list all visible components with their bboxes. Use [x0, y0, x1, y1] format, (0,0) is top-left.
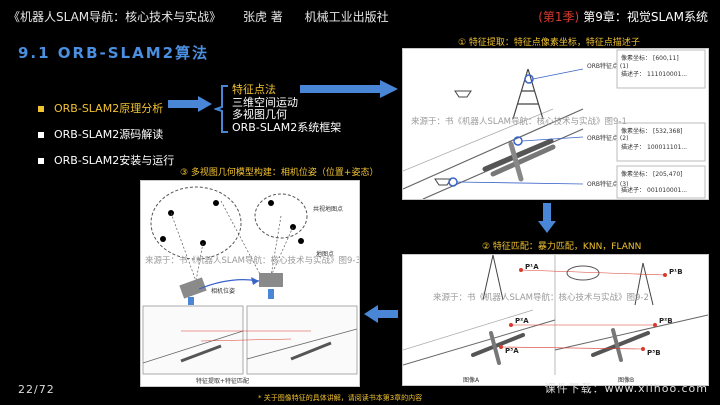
map-point-label: 地图点: [316, 250, 334, 258]
svg-text:ORB特征点 (1): ORB特征点 (1): [587, 62, 628, 70]
svg-text:P¹B: P¹B: [669, 268, 683, 276]
figure2-drawing: P¹A P²A P³A P¹B P²B P³B 来源于：书《机器人SLAM导航：…: [403, 255, 708, 384]
figure1-drawing: 来源于：书《机器人SLAM导航：核心技术与实战》图9-1 ORB特征点 (1) …: [403, 49, 706, 199]
svg-text:P³B: P³B: [647, 349, 661, 357]
arrow-right-icon: [300, 80, 398, 98]
feature-table-2: ORB特征点 (2) 像素坐标： [532,368] 描述子： 10001110…: [587, 122, 706, 162]
figure-feature-matching: P¹A P²A P³A P¹B P²B P³B 来源于：书《机器人SLAM导航：…: [402, 254, 709, 386]
publisher: 机械工业出版社: [304, 10, 389, 24]
menu-item-principle[interactable]: ORB-SLAM2原理分析: [38, 96, 174, 122]
figure-multiview-geometry: 共视地图点 地图点 相机位姿 来源于：书《机器人SLAM导航：核心技术与实战》图…: [140, 180, 360, 387]
image-a-label: 图像A: [463, 376, 480, 384]
caption-feature-match: ② 特征匹配：暴力匹配，KNN，FLANN: [482, 242, 642, 252]
menu-item-source[interactable]: ORB-SLAM2源码解读: [38, 122, 174, 148]
menu-arrow-icon: [168, 96, 212, 112]
page-number: 22/72: [18, 383, 55, 396]
topic-menu: ORB-SLAM2原理分析 ORB-SLAM2源码解读 ORB-SLAM2安装与…: [38, 96, 174, 174]
feature-table-1: ORB特征点 (1) 像素坐标： [600,11] 描述子： 111010001…: [587, 49, 706, 89]
svg-text:100011101...: 100011101...: [647, 144, 687, 151]
book-title: 《机器人SLAM导航：核心技术与实战》: [8, 10, 222, 24]
svg-text:001010001...: 001010001...: [647, 187, 687, 194]
svg-text:P¹A: P¹A: [525, 263, 539, 271]
menu-item-install[interactable]: ORB-SLAM2安装与运行: [38, 148, 174, 174]
section-title: 9.1 ORB-SLAM2算法: [18, 44, 210, 62]
header-left: 《机器人SLAM导航：核心技术与实战》 张虎 著 机械工业出版社: [8, 8, 407, 25]
svg-text:P²A: P²A: [515, 317, 529, 325]
branch-list: 特征点法 三维空间运动 多视图几何 ORB-SLAM2系统框架: [232, 83, 342, 134]
svg-text:ORB特征点 (2): ORB特征点 (2): [587, 134, 628, 142]
shared-point-label: 共视地图点: [313, 205, 343, 213]
caption-multiview: ③ 多视图几何模型构建：相机位姿（位置+姿态）: [180, 168, 379, 178]
svg-text:描述子：: 描述子：: [621, 70, 645, 78]
bullet-icon: [38, 132, 44, 138]
season-label: (第1季): [538, 10, 580, 24]
figure2-watermark: 来源于：书《机器人SLAM导航：核心技术与实战》图9-2: [433, 292, 649, 303]
svg-text:[600,11]: [600,11]: [653, 55, 679, 62]
arrow-down-icon: [538, 203, 556, 233]
svg-text:111010001...: 111010001...: [647, 71, 687, 78]
svg-text:ORB特征点 (3): ORB特征点 (3): [587, 180, 628, 188]
bullet-icon: [38, 106, 44, 112]
svg-text:[205,470]: [205,470]: [653, 171, 683, 178]
figure3-bottom-label: 特征提取+特征匹配: [196, 377, 249, 385]
bracket-icon: [214, 85, 228, 133]
svg-text:描述子：: 描述子：: [621, 143, 645, 151]
figure-feature-extraction: 来源于：书《机器人SLAM导航：核心技术与实战》图9-1 ORB特征点 (1) …: [402, 48, 709, 200]
image-b-label: 图像B: [618, 376, 634, 384]
svg-text:P³A: P³A: [505, 347, 519, 355]
download-link[interactable]: 课件下载：www.xiihoo.com: [544, 382, 708, 395]
branch-item: 三维空间运动: [232, 95, 298, 109]
svg-text:P²B: P²B: [659, 317, 673, 325]
footnote: * 关于图像特征的具体讲解，请阅读书本第3章的内容: [258, 394, 423, 402]
svg-text:描述子：: 描述子：: [621, 186, 645, 194]
author: 张虎 著: [242, 10, 283, 24]
branch-item: ORB-SLAM2系统框架: [232, 120, 342, 134]
branch-head: 特征点法: [232, 83, 276, 96]
svg-text:像素坐标：: 像素坐标：: [621, 127, 651, 135]
figure3-drawing: 共视地图点 地图点 相机位姿 来源于：书《机器人SLAM导航：核心技术与实战》图…: [142, 186, 359, 385]
chapter-title: 第9章：视觉SLAM系统: [583, 10, 708, 24]
figure3-watermark: 来源于：书《机器人SLAM导航：核心技术与实战》图9-3: [145, 255, 359, 266]
caption-feature-extract: ① 特征提取：特征点像素坐标，特征点描述子: [458, 38, 640, 48]
svg-text:像素坐标：: 像素坐标：: [621, 54, 651, 62]
arrow-left-icon: [364, 305, 398, 323]
header-right: (第1季)第9章：视觉SLAM系统: [538, 8, 708, 25]
bullet-icon: [38, 158, 44, 164]
svg-text:[532,368]: [532,368]: [653, 128, 683, 135]
camera-pose-label: 相机位姿: [211, 287, 235, 295]
figure1-watermark: 来源于：书《机器人SLAM导航：核心技术与实战》图9-1: [411, 116, 627, 127]
feature-table-3: ORB特征点 (3) 像素坐标： [205,470] 描述子： 00101000…: [587, 165, 706, 199]
svg-text:像素坐标：: 像素坐标：: [621, 170, 651, 178]
branch-item: 多视图几何: [232, 108, 287, 121]
